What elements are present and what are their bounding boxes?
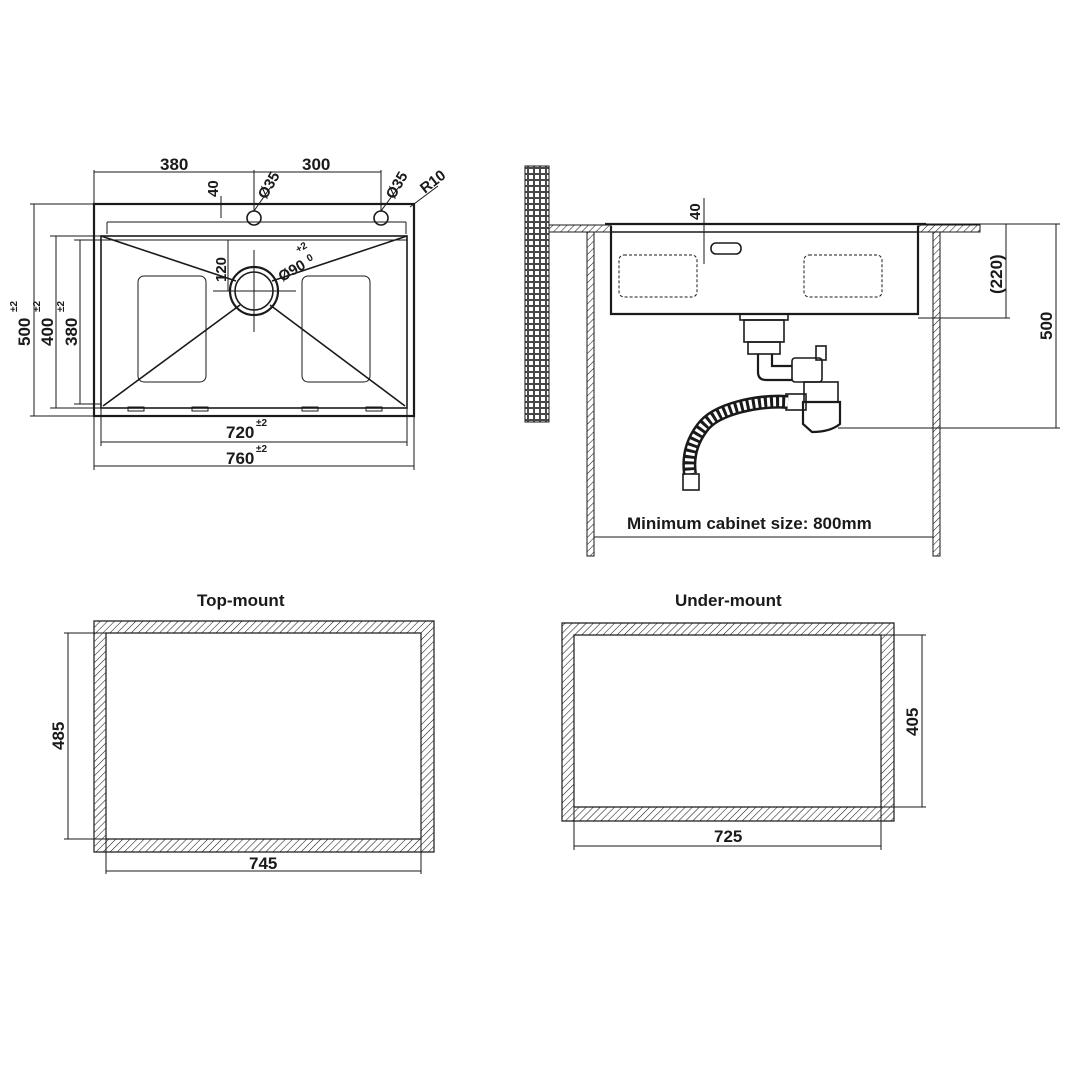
- dim-bowl-depth: (220): [987, 254, 1006, 294]
- dim-overflow-40: 40: [687, 203, 704, 220]
- drain-trap: [756, 354, 792, 382]
- faucet-hole-left-icon: [246, 210, 262, 226]
- bowl-outline: [100, 235, 408, 409]
- top-mount-width: 745: [249, 854, 277, 873]
- bowl-panel-left: [137, 275, 207, 383]
- side-view: 40 (220) 500 Minimum cabinet size: 800mm: [524, 165, 1060, 557]
- dim-corner-radius: R10: [417, 167, 449, 197]
- dim-380-offset: 380: [160, 155, 188, 174]
- dim-760-tol: ±2: [256, 444, 267, 455]
- countertop-right: [917, 224, 981, 233]
- dim-hole-right-dia: Ø35: [383, 169, 412, 202]
- under-mount-title: Under-mount: [675, 591, 782, 610]
- top-mount-title: Top-mount: [197, 591, 285, 610]
- dim-500-height: 500: [15, 318, 34, 346]
- cabinet-wall-right: [932, 231, 941, 557]
- drain-hose: [682, 394, 789, 475]
- cabinet-size-note: Minimum cabinet size: 800mm: [627, 514, 872, 533]
- faucet-hole-right-icon: [373, 210, 389, 226]
- overflow-slot-icon: [710, 242, 742, 255]
- dim-400-height: 400: [38, 318, 57, 346]
- dim-300-offset: 300: [302, 155, 330, 174]
- under-mount-diagram: Under-mount 405 725: [561, 591, 926, 850]
- dim-380-height: 380: [62, 318, 81, 346]
- dim-720-width: 720: [226, 423, 254, 442]
- dim-720-tol: ±2: [256, 418, 267, 429]
- cabinet-wall-left: [586, 231, 595, 557]
- wall-tiles: [524, 165, 550, 423]
- under-mount-width: 725: [714, 827, 742, 846]
- dim-drain-dia: Ø90: [276, 257, 309, 286]
- dim-500-tol: ±2: [9, 301, 20, 312]
- dim-400-tol: ±2: [32, 301, 43, 312]
- top-mount-frame: [93, 620, 435, 853]
- dim-drain-tol-upper: +2: [294, 240, 310, 255]
- dim-760-width: 760: [226, 449, 254, 468]
- dim-380-tol: ±2: [56, 301, 67, 312]
- top-mount-diagram: Top-mount 485 745: [49, 591, 435, 874]
- under-mount-height: 405: [903, 708, 922, 736]
- sink-body: [609, 226, 920, 316]
- dim-hole-left-dia: Ø35: [255, 169, 284, 202]
- bowl-panel-right: [301, 275, 371, 383]
- top-mount-height: 485: [49, 722, 68, 750]
- dim-total-height-500: 500: [1037, 312, 1056, 340]
- dim-40-hole: 40: [205, 180, 222, 197]
- dim-120-drain: 120: [213, 257, 230, 282]
- top-view: 380 300 40 Ø35 Ø35 R10 120 Ø90 +2 0 500 …: [9, 155, 449, 470]
- countertop-left: [548, 224, 612, 233]
- under-mount-frame: [561, 622, 895, 822]
- dim-drain-tol-lower: 0: [305, 252, 316, 265]
